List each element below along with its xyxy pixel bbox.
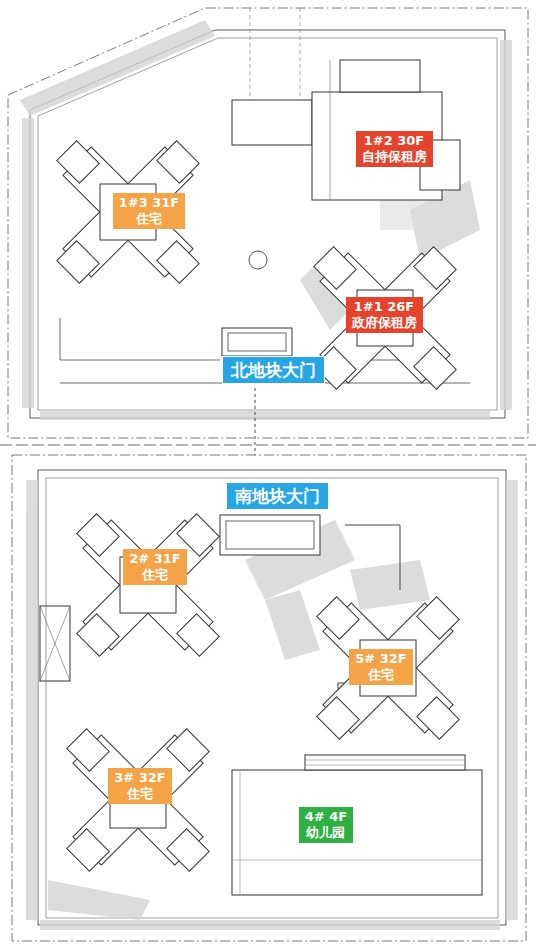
building-use: 政府保租房 xyxy=(352,315,417,331)
tower-wing xyxy=(57,241,99,283)
tower-wing xyxy=(67,829,109,871)
building-use: 住宅 xyxy=(355,667,406,683)
tower-wing xyxy=(57,141,99,183)
tower-wing xyxy=(77,514,119,556)
building-label: 3# 32F住宅 xyxy=(108,768,171,805)
building-use: 住宅 xyxy=(129,567,180,583)
tower-wing xyxy=(177,614,219,656)
building-use: 幼儿园 xyxy=(305,825,347,841)
tower-wing xyxy=(67,729,109,771)
building-label: 1#3 31F住宅 xyxy=(113,193,185,230)
tower-wing xyxy=(167,729,209,771)
building-number: 1#3 31F xyxy=(119,195,179,211)
building-number: 1#1 26F xyxy=(352,299,417,315)
building-label: 1#2 30F自持保租房 xyxy=(356,131,433,168)
building-number: 3# 32F xyxy=(114,770,165,786)
building-use: 住宅 xyxy=(114,786,165,802)
building-number: 南地块大门 xyxy=(235,485,320,507)
tower-wing xyxy=(317,697,359,739)
tower-wing xyxy=(167,829,209,871)
tower-wing xyxy=(317,597,359,639)
tower-wing xyxy=(417,597,459,639)
tower-wing xyxy=(157,141,199,183)
tower-wing xyxy=(314,247,356,289)
building-number: 5# 32F xyxy=(355,651,406,667)
building-label: 4# 4F幼儿园 xyxy=(299,807,353,844)
tower-wing xyxy=(414,347,456,389)
tower-wing xyxy=(157,241,199,283)
building-label: 5# 32F住宅 xyxy=(349,649,412,686)
building-number: 2# 31F xyxy=(129,551,180,567)
building-label: 1#1 26F政府保租房 xyxy=(346,297,423,334)
tower-wing xyxy=(414,247,456,289)
tower-wing xyxy=(417,697,459,739)
building-label: 2# 31F住宅 xyxy=(123,549,186,586)
building-number: 1#2 30F xyxy=(362,133,427,149)
building-number: 北地块大门 xyxy=(231,359,316,381)
gate-label: 南地块大门 xyxy=(226,482,329,510)
building-use: 住宅 xyxy=(119,211,179,227)
building-number: 4# 4F xyxy=(305,809,347,825)
gate-label: 北地块大门 xyxy=(222,356,325,384)
building-use: 自持保租房 xyxy=(362,149,427,165)
tower-wing xyxy=(77,614,119,656)
